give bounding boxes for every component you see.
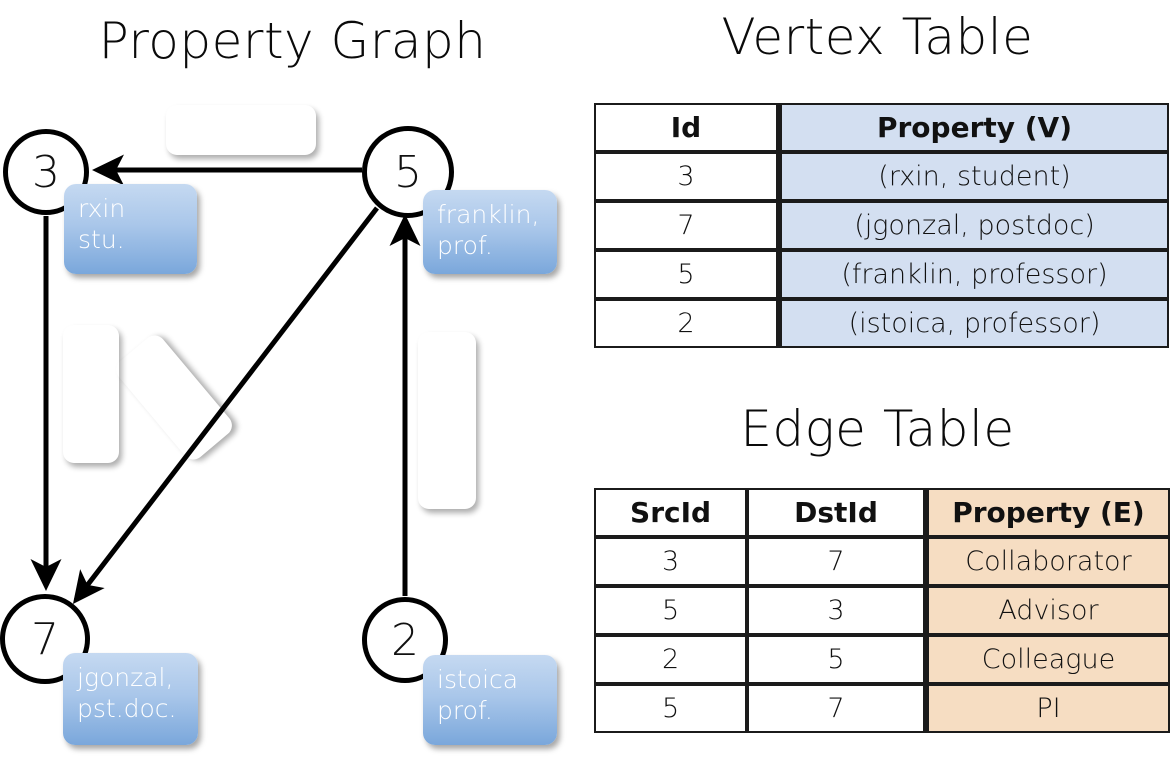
edge-label-advisor[interactable]: Advisor	[166, 105, 316, 155]
edge-cell-srcid: 5	[594, 684, 748, 733]
node-property-line: prof.	[437, 695, 493, 725]
table-row[interactable]: 2 5 Colleague	[594, 635, 1170, 684]
edge-cell-property: Colleague	[924, 635, 1170, 684]
edge-cell-srcid: 3	[594, 537, 748, 586]
vertex-col-header-property: Property (V)	[778, 103, 1169, 152]
table-row[interactable]: 2 (istoica, professor)	[594, 299, 1169, 348]
edge-label-text: Colleague	[432, 356, 463, 485]
vertex-cell-property: (franklin, professor)	[778, 250, 1169, 299]
page-title-vertex-table: Vertex Table	[721, 8, 1034, 66]
node-property-box-3[interactable]: rxin stu.	[64, 184, 197, 274]
edge-label-colleague[interactable]: Colleague	[418, 332, 476, 509]
table-row[interactable]: 5 3 Advisor	[594, 586, 1170, 635]
table-row[interactable]: 5 7 PI	[594, 684, 1170, 733]
table-header-row: Id Property (V)	[594, 103, 1169, 152]
vertex-cell-property: (istoica, professor)	[778, 299, 1169, 348]
graph-edge-arrows	[30, 154, 421, 604]
edge-label-collab[interactable]: Collab.	[63, 325, 119, 463]
table-header-row: SrcId DstId Property (E)	[594, 488, 1170, 537]
vertex-col-header-id: Id	[594, 103, 778, 152]
edge-label-text: Advisor	[192, 115, 290, 145]
edge-label-text: Collab.	[76, 349, 106, 439]
node-property-line: rxin	[78, 194, 126, 223]
table-row[interactable]: 5 (franklin, professor)	[594, 250, 1169, 299]
page-title-edge-table: Edge Table	[740, 400, 1015, 458]
edge-cell-property: Collaborator	[924, 537, 1170, 586]
edge-cell-dstid: 5	[747, 635, 925, 684]
property-graph-diagram: 3 5 7 2 rxin stu. franklin, prof. jgonza…	[0, 105, 557, 745]
node-property-line: istoica	[437, 665, 519, 694]
vertex-cell-property: (jgonzal, postdoc)	[778, 201, 1169, 250]
node-property-box-2[interactable]: istoica prof.	[423, 655, 557, 745]
page-title-property-graph: Property Graph	[98, 12, 487, 70]
vertex-cell-id: 5	[594, 250, 778, 299]
edge-table: SrcId DstId Property (E) 3 7 Collaborato…	[594, 488, 1170, 733]
edge-col-header-dstid: DstId	[747, 488, 925, 537]
edge-col-header-srcid: SrcId	[594, 488, 748, 537]
vertex-cell-id: 7	[594, 201, 778, 250]
node-property-line: pst.doc.	[77, 693, 177, 723]
node-property-box-5[interactable]: franklin, prof.	[423, 190, 557, 274]
edge-cell-property: PI	[924, 684, 1170, 733]
node-property-line: stu.	[78, 224, 125, 254]
edge-arrow-pi	[72, 206, 379, 604]
node-property-line: prof.	[437, 230, 493, 260]
vertex-cell-property: (rxin, student)	[778, 152, 1169, 201]
table-row[interactable]: 7 (jgonzal, postdoc)	[594, 201, 1169, 250]
table-row[interactable]: 3 (rxin, student)	[594, 152, 1169, 201]
node-property-box-7[interactable]: jgonzal, pst.doc.	[63, 653, 198, 745]
table-row[interactable]: 3 7 Collaborator	[594, 537, 1170, 586]
edge-cell-srcid: 5	[594, 586, 748, 635]
node-property-line: franklin,	[437, 200, 540, 229]
vertex-cell-id: 2	[594, 299, 778, 348]
vertex-table: Id Property (V) 3 (rxin, student) 7 (jgo…	[594, 103, 1169, 348]
edge-col-header-property: Property (E)	[924, 488, 1170, 537]
edge-cell-srcid: 2	[594, 635, 748, 684]
edge-cell-property: Advisor	[924, 586, 1170, 635]
edge-cell-dstid: 7	[747, 537, 925, 586]
graph-node-2[interactable]: 2	[362, 597, 448, 683]
edge-label-text: PI	[154, 378, 193, 417]
edge-cell-dstid: 7	[747, 684, 925, 733]
node-property-line: jgonzal,	[77, 663, 174, 692]
vertex-cell-id: 3	[594, 152, 778, 201]
edge-cell-dstid: 3	[747, 586, 925, 635]
